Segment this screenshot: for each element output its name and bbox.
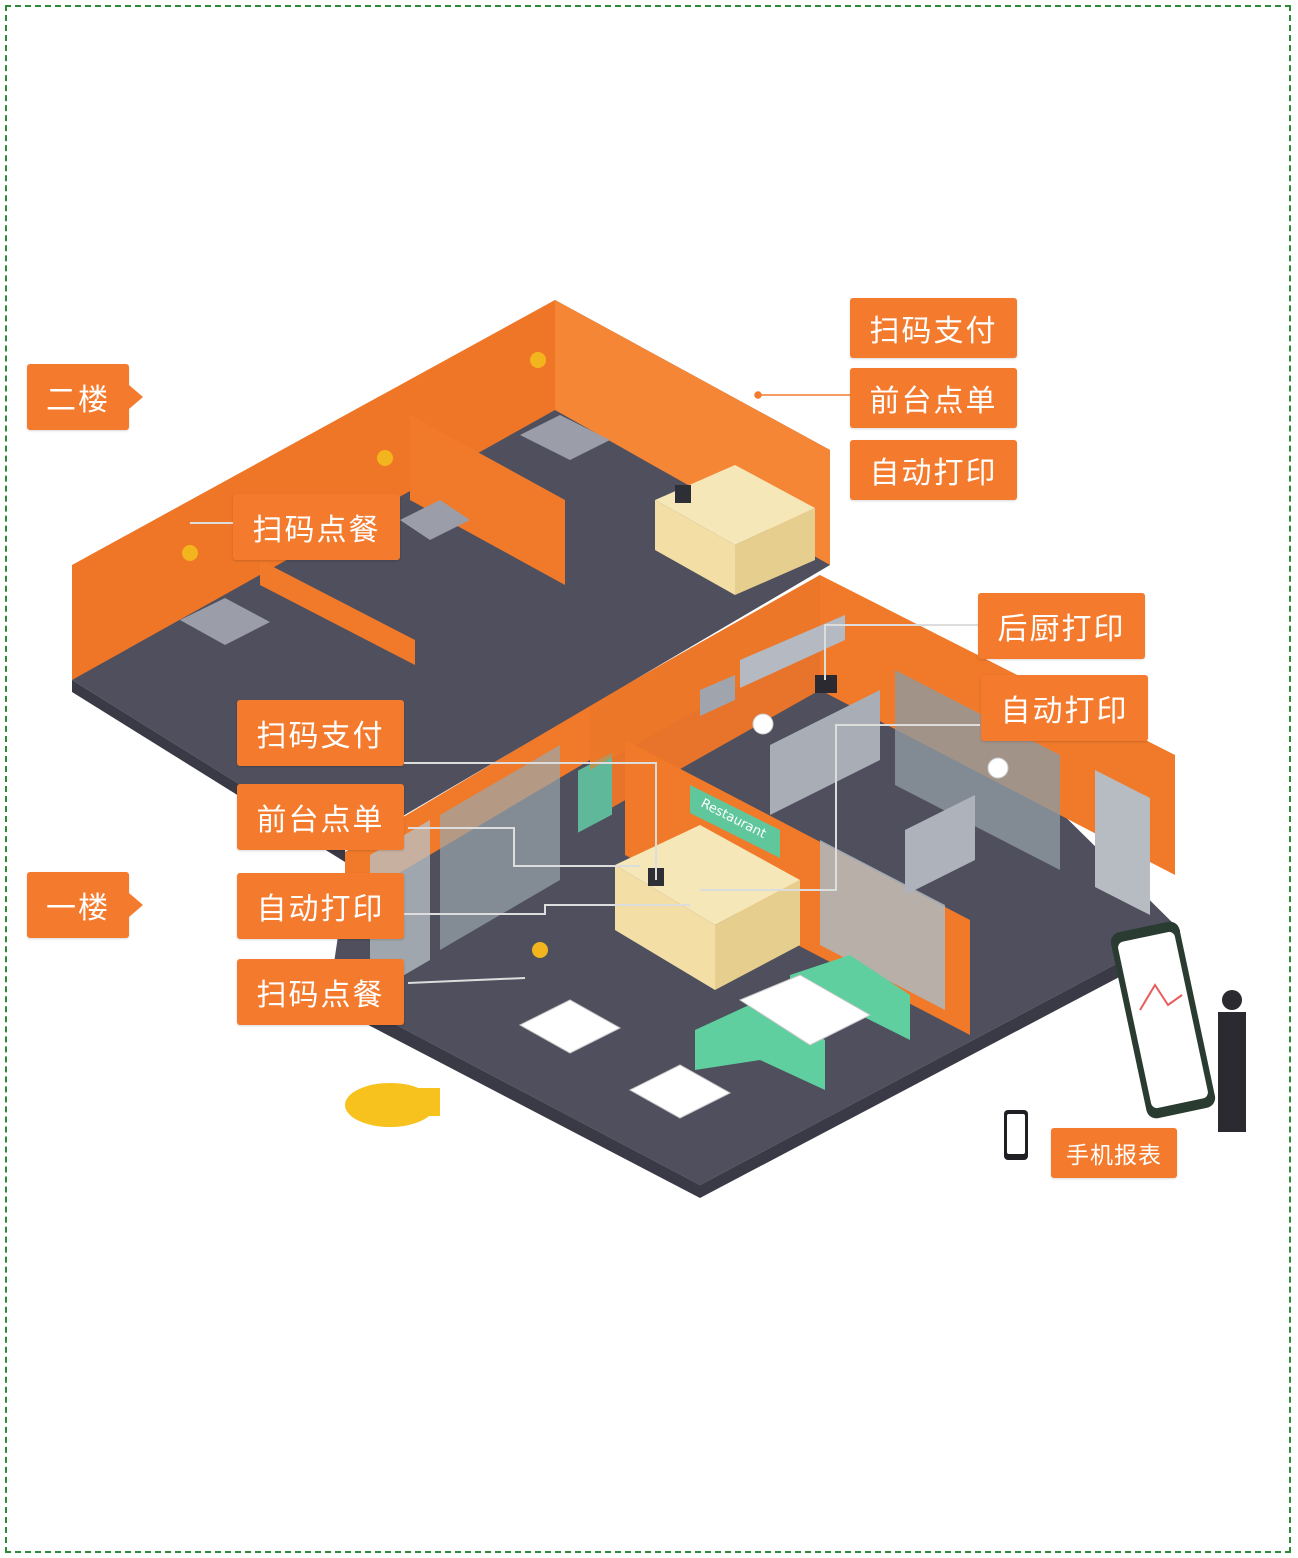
ground-counter-side [715, 880, 800, 990]
kitchen-printer [815, 675, 837, 693]
partition-glass [820, 840, 945, 1010]
upper-counter-side [735, 508, 815, 595]
person-waitress-upper-1 [530, 352, 546, 368]
upper-table-2 [400, 500, 470, 540]
small-phone-screen [1007, 1114, 1025, 1154]
kitchen-window [895, 670, 1060, 870]
kitchen-left-wall [590, 575, 820, 770]
phone-chart-line [1139, 983, 1183, 1011]
ground-scan-order-label: 扫码点餐 [237, 959, 404, 1025]
upper-back-wall [72, 300, 555, 680]
kitchen-auto-print-label: 自动打印 [981, 675, 1148, 741]
dining-table-1 [518, 999, 622, 1054]
dining-table-2 [628, 1064, 732, 1119]
sofa-back [790, 955, 910, 1040]
callout-line-ground-scan [407, 977, 526, 984]
lounge-table [738, 974, 872, 1046]
kitchen-hood [740, 615, 845, 688]
person-waitress-upper-2 [377, 450, 393, 466]
upper-counter-top [655, 465, 815, 545]
upstairs-scan-order-label: 扫码点餐 [233, 494, 400, 560]
floor-label-first: 一楼 [27, 872, 143, 938]
person-waitress-upper-3 [182, 545, 198, 561]
ground-counter-front [615, 865, 715, 990]
upstairs-pay-label: 扫码支付 [850, 298, 1017, 358]
floor-label-second: 二楼 [27, 364, 143, 430]
dashed-frame [5, 5, 1291, 1553]
callout-dot-upper-right [754, 391, 762, 399]
entrance-glass-2 [440, 745, 560, 950]
person-manager [1222, 990, 1242, 1010]
restaurant-sign [690, 785, 780, 858]
person-chef-2 [987, 757, 1009, 779]
kitchen-print-label: 后厨打印 [978, 593, 1145, 659]
kitchen-shelf [700, 675, 735, 716]
person-waitress-ground [532, 942, 548, 958]
callout-line-kitchen-print [824, 624, 978, 680]
ground-counter-top [615, 825, 800, 925]
upper-pos-terminal [675, 485, 691, 503]
callout-line-ground-print [404, 904, 690, 915]
kitchen-counter [770, 690, 880, 815]
booth-partition-2 [410, 415, 565, 585]
upstairs-auto-print-label: 自动打印 [850, 440, 1017, 500]
menu-board [578, 752, 612, 833]
person-chef-1 [752, 713, 774, 735]
kitchen-door [1095, 770, 1150, 915]
callout-line-ground-pay [404, 762, 657, 880]
upper-table-3 [180, 598, 270, 645]
delivery-box [410, 1088, 440, 1116]
person-manager-body [1218, 1012, 1246, 1132]
callout-line-kitchen-auto [700, 724, 980, 891]
upper-counter-front [655, 500, 735, 595]
sink-counter [905, 795, 975, 895]
mobile-report-label: 手机报表 [1051, 1128, 1177, 1178]
booth-partition-1 [260, 560, 415, 665]
large-phone-screen [1118, 931, 1208, 1109]
callout-line-ground-counter [408, 827, 640, 867]
upper-table-1 [520, 415, 610, 460]
upstairs-counter-order-label: 前台点单 [850, 368, 1017, 428]
ground-counter-order-label: 前台点单 [237, 784, 404, 850]
ground-pay-label: 扫码支付 [237, 700, 404, 766]
ground-auto-print-label: 自动打印 [237, 873, 404, 939]
